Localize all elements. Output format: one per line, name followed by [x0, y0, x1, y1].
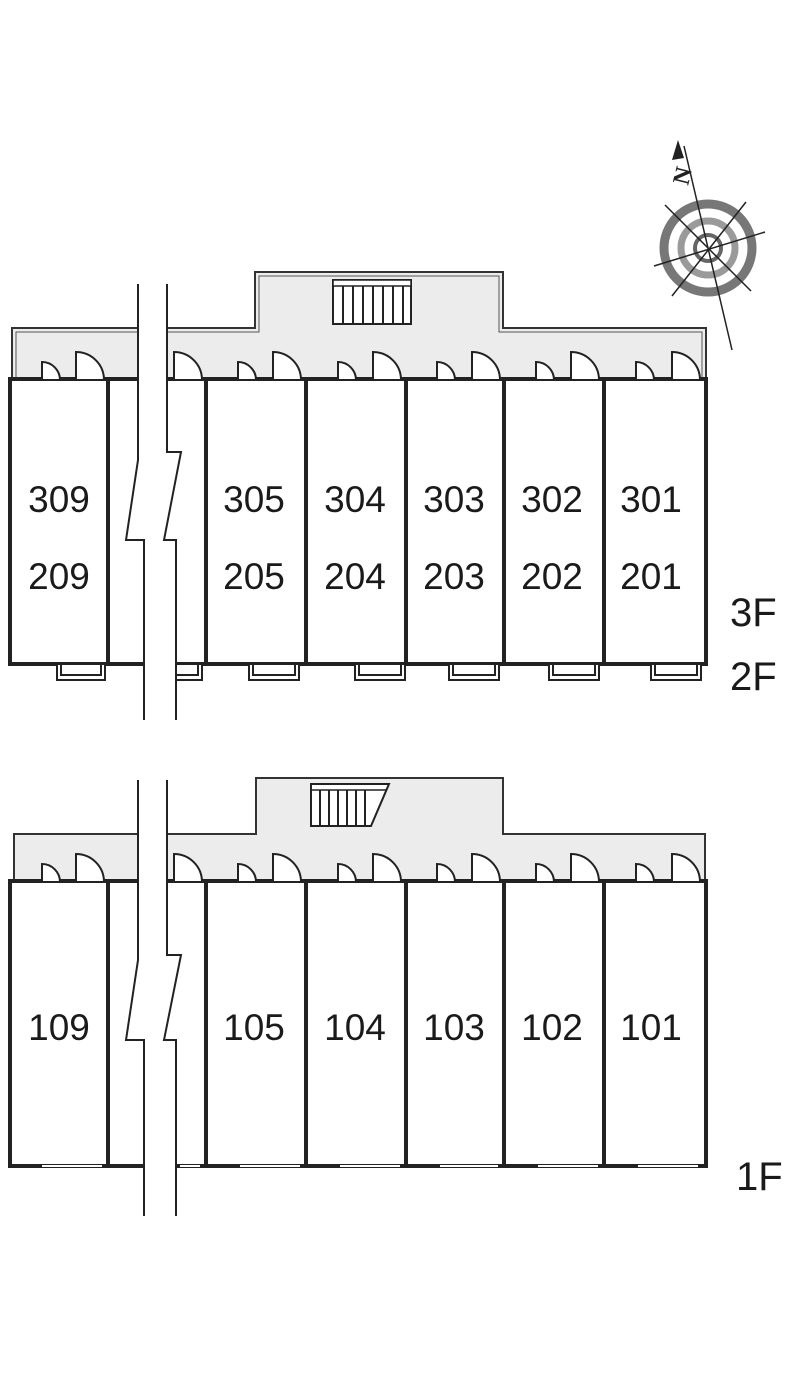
unit-305-label: 305 — [223, 479, 285, 520]
upper-building — [8, 271, 708, 720]
unit-205-label: 205 — [223, 556, 285, 597]
upper-stairs — [332, 279, 412, 325]
floor-1f-label: 1F — [736, 1155, 783, 1199]
lower-building — [8, 777, 708, 1216]
unit-309-label: 309 — [28, 479, 90, 520]
unit-302-label: 302 — [521, 479, 583, 520]
upper-corridor — [11, 271, 707, 381]
compass-icon: N — [653, 140, 766, 351]
unit-101-label: 101 — [620, 1007, 682, 1048]
lower-stairs — [310, 783, 391, 827]
unit-109-label: 109 — [28, 1007, 90, 1048]
unit-102-label: 102 — [521, 1007, 583, 1048]
unit-103-label: 103 — [423, 1007, 485, 1048]
unit-209-label: 209 — [28, 556, 90, 597]
compass-north-label: N — [669, 164, 699, 188]
unit-203-label: 203 — [423, 556, 485, 597]
unit-201-label: 201 — [620, 556, 682, 597]
unit-204-label: 204 — [324, 556, 386, 597]
unit-104-label: 104 — [324, 1007, 386, 1048]
floor-3f-label: 3F — [730, 591, 777, 635]
unit-303-label: 303 — [423, 479, 485, 520]
unit-202-label: 202 — [521, 556, 583, 597]
floor-2f-label: 2F — [730, 655, 777, 699]
unit-304-label: 304 — [324, 479, 386, 520]
unit-105-label: 105 — [223, 1007, 285, 1048]
unit-301-label: 301 — [620, 479, 682, 520]
